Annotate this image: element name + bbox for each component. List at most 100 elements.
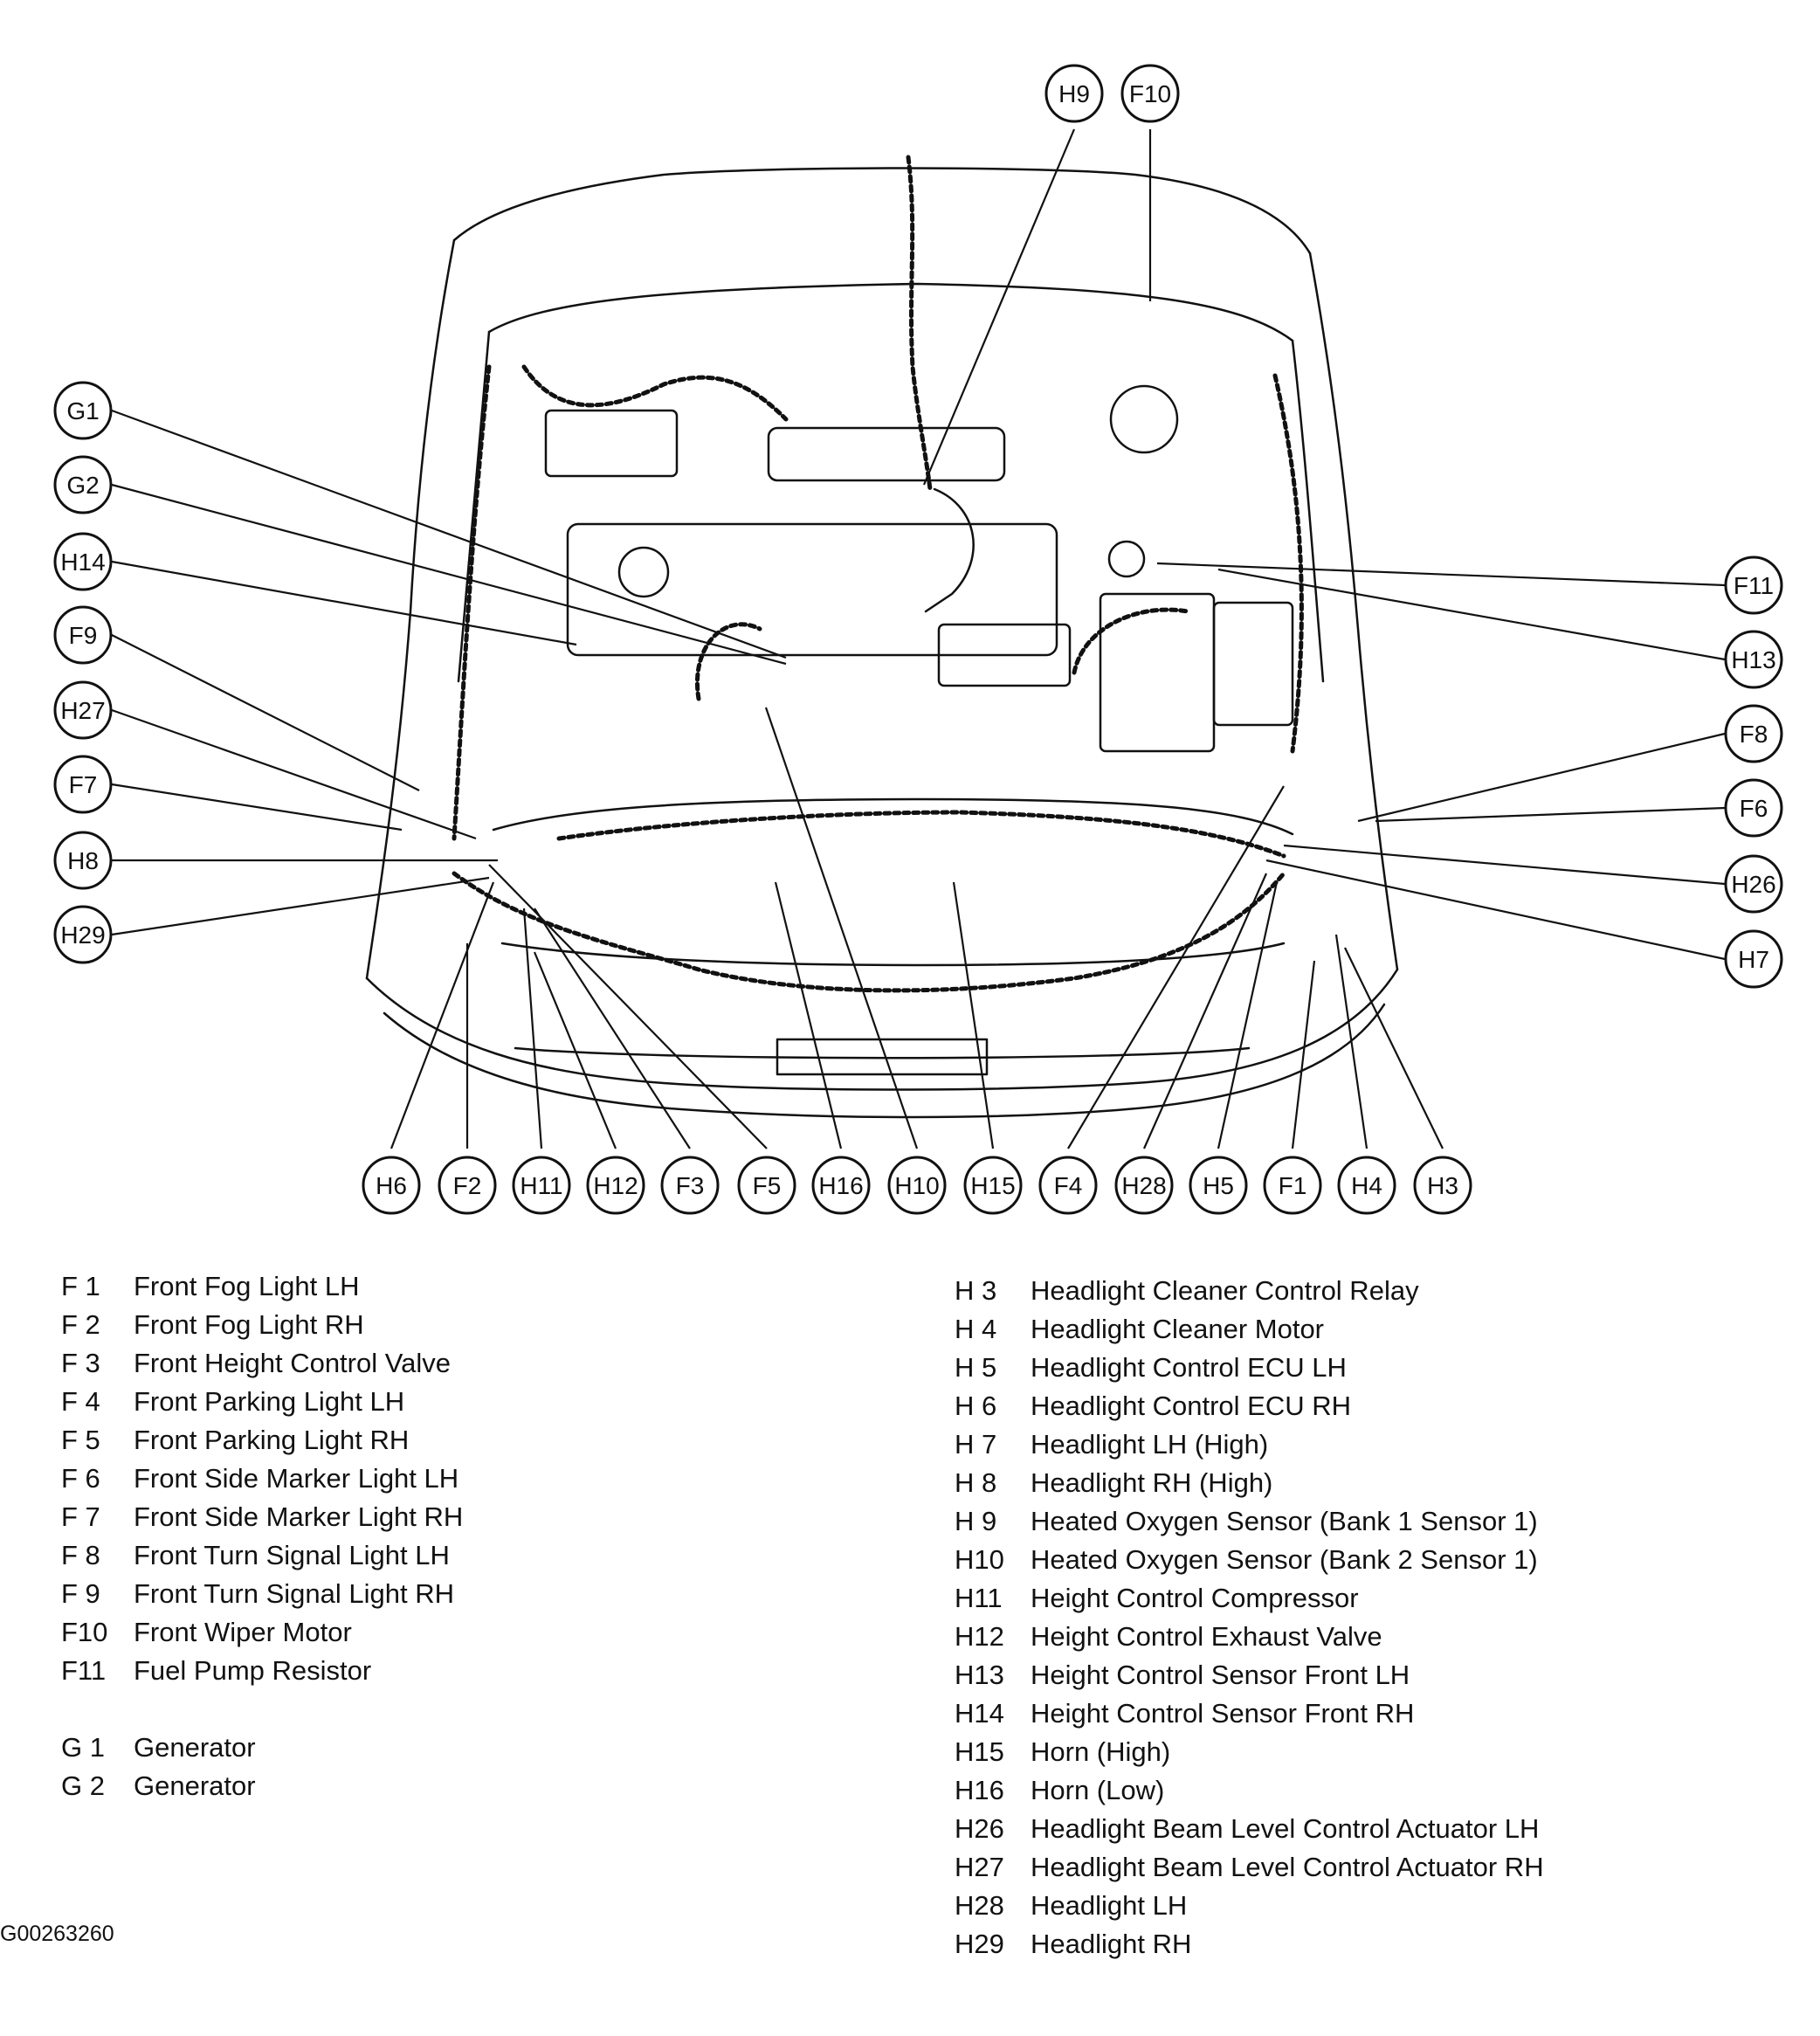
callout-f9: F9	[53, 605, 113, 665]
legend-code: H16	[955, 1775, 1004, 1805]
legend-description: Front Side Marker Light LH	[134, 1463, 459, 1494]
callout-circle	[53, 680, 113, 740]
legend-code: H29	[955, 1929, 1004, 1959]
legend-description: Headlight Cleaner Motor	[1031, 1314, 1325, 1344]
callout-circle	[1189, 1156, 1248, 1215]
callout-label: H27	[60, 697, 105, 724]
callout-label: H14	[60, 549, 105, 576]
reservoir-cap-right	[1107, 540, 1146, 578]
callout-circle	[1044, 64, 1104, 123]
radiator-support-lower	[500, 942, 1286, 967]
callout-circle	[362, 1156, 421, 1215]
callout-h8: H8	[53, 831, 113, 890]
legend-description: Front Parking Light LH	[134, 1386, 405, 1417]
callout-label: F2	[453, 1172, 482, 1199]
callout-circle	[438, 1156, 497, 1215]
legend-description: Height Control Exhaust Valve	[1031, 1621, 1382, 1652]
callout-label: H29	[60, 921, 105, 949]
legend-description: Horn (High)	[1031, 1736, 1171, 1767]
callout-h12: H12	[586, 1156, 645, 1215]
callout-label: H6	[376, 1172, 407, 1199]
callout-circle	[53, 831, 113, 890]
legend-code: F 2	[61, 1309, 100, 1340]
callout-h26: H26	[1724, 854, 1783, 914]
legend-description: Headlight LH	[1031, 1890, 1188, 1921]
callout-label: H13	[1731, 646, 1775, 673]
legend-description: Front Wiper Motor	[134, 1617, 352, 1647]
leader-h29	[111, 876, 490, 936]
legend-code: F 7	[61, 1501, 100, 1532]
callout-circle	[660, 1156, 720, 1215]
wiring-harness	[452, 155, 1304, 993]
callout-label: F9	[69, 622, 98, 649]
callout-circle	[737, 1156, 796, 1215]
leader-h6	[390, 881, 495, 1149]
legend-description: Front Side Marker Light RH	[134, 1501, 464, 1532]
leader-h26	[1283, 844, 1726, 886]
leader-h12	[533, 951, 617, 1149]
leader-h7	[1265, 859, 1726, 961]
legend-code: H14	[955, 1698, 1004, 1729]
callout-label: H11	[520, 1172, 562, 1199]
callout-f11: F11	[1724, 556, 1783, 615]
callout-label: H16	[818, 1172, 863, 1199]
legend-description: Front Turn Signal Light RH	[134, 1578, 455, 1609]
legend-description: Height Control Sensor Front LH	[1031, 1660, 1410, 1690]
leader-h15	[952, 881, 995, 1149]
leader-f4	[1067, 785, 1285, 1149]
legend-code: F 3	[61, 1348, 100, 1378]
callout-circle	[1120, 64, 1180, 123]
callout-f4: F4	[1038, 1156, 1098, 1215]
callout-h4: H4	[1337, 1156, 1396, 1215]
leader-h16	[774, 881, 843, 1149]
leader-f5	[488, 864, 768, 1149]
callout-label: H8	[67, 847, 99, 874]
legend-code: F 5	[61, 1425, 100, 1455]
legend-code: G 1	[61, 1732, 105, 1763]
callout-leader-lines	[111, 128, 1726, 1149]
callout-circle	[53, 455, 113, 514]
callout-circle	[1263, 1156, 1322, 1215]
callout-g1: G1	[53, 381, 113, 440]
callout-label: F1	[1279, 1172, 1307, 1199]
brake-reservoir	[1109, 384, 1179, 454]
leader-h3	[1344, 947, 1444, 1149]
callout-label: H7	[1738, 946, 1769, 973]
callout-h11: H11	[512, 1156, 571, 1215]
legend-description: Front Turn Signal Light LH	[134, 1540, 450, 1570]
grille-line	[514, 1046, 1251, 1059]
callout-h15: H15	[963, 1156, 1023, 1215]
legend-code: G 2	[61, 1770, 105, 1801]
leader-f3	[534, 908, 691, 1149]
callout-circle	[53, 905, 113, 964]
legend-code: H15	[955, 1736, 1004, 1767]
legend-code: F 1	[61, 1271, 100, 1301]
front-bumper	[365, 968, 1399, 1091]
bumper-lower	[383, 1003, 1386, 1119]
callout-label: F11	[1734, 572, 1774, 599]
callout-label: F7	[69, 771, 98, 798]
legend-description: Front Fog Light LH	[134, 1271, 360, 1301]
legend-description: Headlight Control ECU RH	[1031, 1391, 1351, 1421]
callout-circle	[1413, 1156, 1472, 1215]
callout-h13: H13	[1724, 630, 1783, 689]
callout-label: H9	[1058, 80, 1090, 107]
callout-h16: H16	[811, 1156, 871, 1215]
callout-circle	[811, 1156, 871, 1215]
leader-g1	[111, 409, 787, 659]
leader-h14	[111, 560, 577, 646]
legend-code: H 9	[955, 1506, 997, 1536]
callout-label: G1	[66, 397, 99, 424]
callout-circle	[1724, 704, 1783, 763]
callout-label: H28	[1121, 1172, 1166, 1199]
battery	[1212, 601, 1294, 727]
legend-code: F10	[61, 1617, 108, 1647]
legend-code: H 3	[955, 1275, 997, 1306]
callout-h3: H3	[1413, 1156, 1472, 1215]
callout-label: H5	[1203, 1172, 1234, 1199]
callout-circle	[512, 1156, 571, 1215]
callout-circle	[1724, 778, 1783, 838]
legend-description: Headlight Control ECU LH	[1031, 1352, 1347, 1383]
